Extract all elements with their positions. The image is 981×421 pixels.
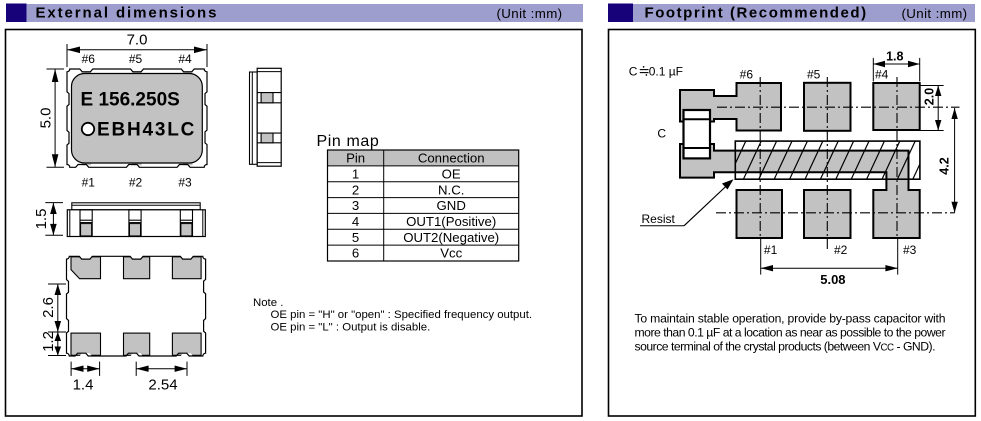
svg-text:GND: GND bbox=[437, 198, 466, 213]
svg-text:#1: #1 bbox=[82, 176, 96, 190]
svg-text:3: 3 bbox=[352, 198, 359, 213]
svg-text:Pin: Pin bbox=[346, 151, 365, 166]
svg-text:1.4: 1.4 bbox=[73, 377, 94, 394]
svg-text:#4: #4 bbox=[875, 67, 889, 81]
svg-text:1.2: 1.2 bbox=[40, 331, 57, 352]
svg-text:Footprint (Recommended): Footprint (Recommended) bbox=[645, 5, 868, 22]
svg-text:#5: #5 bbox=[807, 67, 821, 81]
svg-text:(Unit :mm): (Unit :mm) bbox=[901, 6, 967, 21]
svg-text:2: 2 bbox=[352, 182, 359, 197]
svg-text:E 156.250S: E 156.250S bbox=[81, 90, 180, 111]
svg-text:0.1 µF: 0.1 µF bbox=[649, 65, 683, 79]
svg-text:C: C bbox=[629, 65, 638, 79]
svg-text:#2: #2 bbox=[129, 176, 143, 190]
svg-text:2.6: 2.6 bbox=[40, 297, 57, 318]
svg-text:#2: #2 bbox=[834, 243, 848, 257]
svg-text:5.08: 5.08 bbox=[820, 272, 845, 287]
svg-text:N.C.: N.C. bbox=[438, 182, 464, 197]
svg-text:1: 1 bbox=[352, 167, 359, 182]
svg-text:EBH43LC: EBH43LC bbox=[97, 120, 196, 141]
svg-text:1.8: 1.8 bbox=[886, 50, 903, 64]
svg-text:#4: #4 bbox=[178, 52, 192, 66]
svg-text:Connection: Connection bbox=[418, 151, 485, 166]
svg-text:2.0: 2.0 bbox=[922, 88, 936, 105]
svg-text:OE pin = "H" or "open" : Speci: OE pin = "H" or "open" : Specified frequ… bbox=[271, 309, 533, 321]
svg-text:more than 0.1 µF at a location: more than 0.1 µF at a location as near a… bbox=[635, 326, 946, 340]
svg-text:To maintain stable operation,: To maintain stable operation, provide by… bbox=[635, 311, 946, 325]
svg-text:2.54: 2.54 bbox=[148, 377, 177, 394]
svg-text:#1: #1 bbox=[764, 243, 778, 257]
svg-text:External dimensions: External dimensions bbox=[36, 5, 219, 22]
svg-text:5.0: 5.0 bbox=[38, 108, 55, 129]
svg-text:C: C bbox=[657, 126, 666, 140]
svg-text:4.2: 4.2 bbox=[938, 157, 952, 174]
svg-text:OE: OE bbox=[442, 167, 461, 182]
svg-text:OE pin = "L" : Output is disab: OE pin = "L" : Output is disable. bbox=[271, 321, 431, 333]
svg-text:1.5: 1.5 bbox=[33, 209, 50, 230]
svg-text:6: 6 bbox=[352, 246, 359, 261]
svg-text:Vcc: Vcc bbox=[440, 246, 462, 261]
svg-text:OUT2(Negative): OUT2(Negative) bbox=[403, 230, 499, 245]
svg-text:#3: #3 bbox=[178, 176, 192, 190]
svg-text:4: 4 bbox=[352, 214, 359, 229]
svg-text:#3: #3 bbox=[903, 243, 917, 257]
svg-text:OUT1(Positive): OUT1(Positive) bbox=[406, 214, 496, 229]
svg-text:Resist: Resist bbox=[642, 212, 676, 226]
svg-text:5: 5 bbox=[352, 230, 359, 245]
svg-text:#6: #6 bbox=[82, 52, 96, 66]
svg-text:Pin map: Pin map bbox=[317, 133, 380, 150]
svg-text:(Unit :mm): (Unit :mm) bbox=[496, 6, 562, 21]
svg-text:#6: #6 bbox=[740, 67, 754, 81]
svg-text:source terminal of the crystal: source terminal of the crystal products … bbox=[635, 340, 936, 354]
svg-text:#5: #5 bbox=[129, 52, 143, 66]
svg-text:7.0: 7.0 bbox=[127, 32, 148, 49]
svg-text:Note .: Note . bbox=[253, 297, 283, 309]
